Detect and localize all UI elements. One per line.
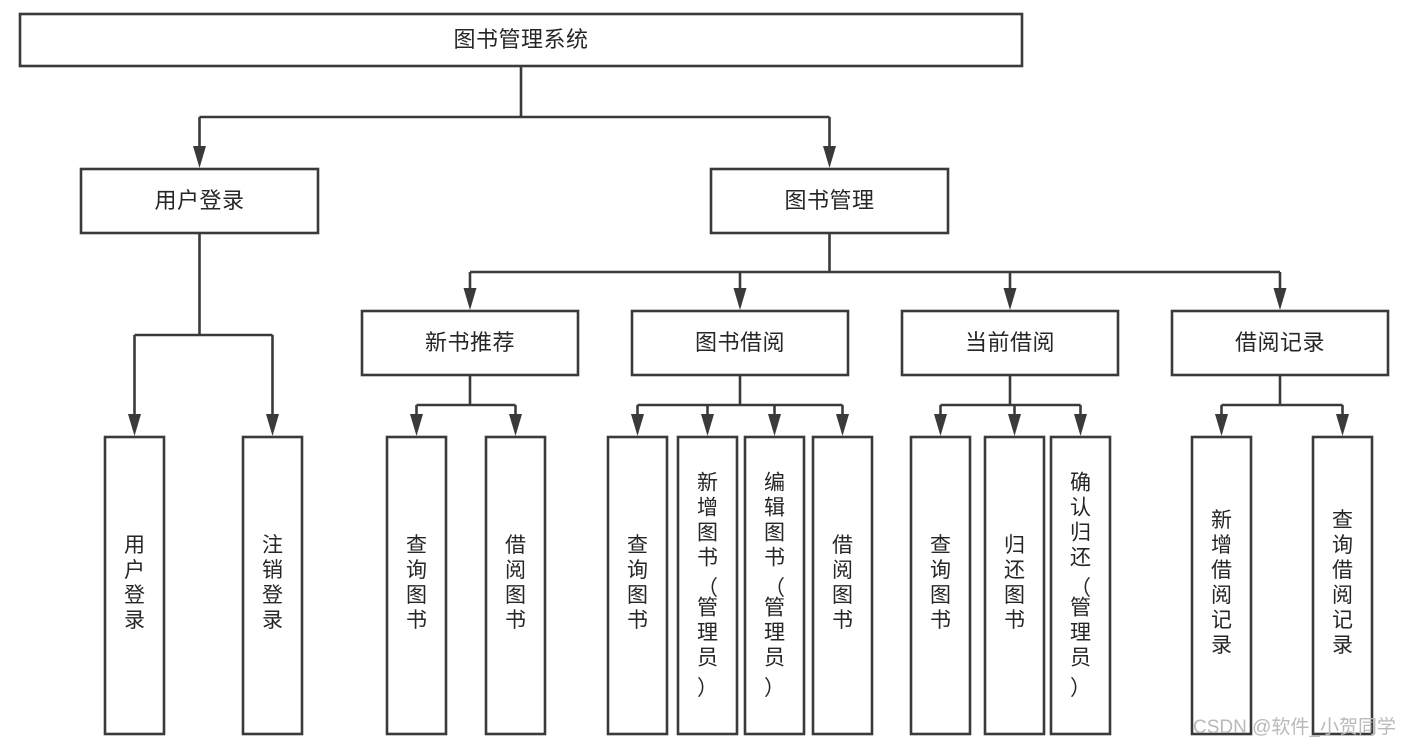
connector-group (631, 375, 849, 436)
diagram-node-user-login[interactable]: 用户登录 (79, 167, 320, 235)
connector-group (463, 233, 1287, 310)
diagram-node-leaf-edit-book[interactable]: 编辑图书（管理员） (743, 435, 806, 736)
arrow-head-icon (463, 288, 477, 310)
arrow-head-icon (1008, 414, 1021, 436)
node-label: 用户登录 (124, 534, 145, 632)
node-label: 查询图书 (930, 534, 951, 632)
diagram-node-leaf-confirm-return[interactable]: 确认归还（管理员） (1049, 435, 1112, 736)
node-box[interactable] (630, 309, 850, 377)
diagram-node-root[interactable]: 图书管理系统 (18, 12, 1024, 68)
node-label: 图书借阅 (695, 330, 785, 355)
connector-group (128, 233, 279, 436)
connector-layer (128, 66, 1349, 436)
arrow-head-icon (733, 288, 747, 310)
arrow-head-icon (1336, 414, 1349, 436)
connector-group (410, 375, 522, 436)
arrow-head-icon (701, 414, 714, 436)
arrow-head-icon (934, 414, 947, 436)
node-label: 新增借阅记录 (1211, 509, 1232, 657)
node-box[interactable] (1170, 309, 1390, 377)
node-label: 归还图书 (1004, 534, 1025, 632)
node-box[interactable] (1049, 435, 1112, 736)
node-box[interactable] (241, 435, 304, 736)
diagram-node-leaf-borrow-book[interactable]: 借阅图书 (811, 435, 874, 736)
arrow-head-icon (836, 414, 849, 436)
diagram-node-leaf-logout[interactable]: 注销登录 (241, 435, 304, 736)
node-layer: 图书管理系统用户登录图书管理新书推荐图书借阅当前借阅借阅记录用户登录注销登录查询… (18, 12, 1390, 736)
diagram-node-book-manage[interactable]: 图书管理 (709, 167, 950, 235)
arrow-head-icon (410, 414, 423, 436)
node-box[interactable] (676, 435, 739, 736)
node-label: 图书管理系统 (453, 27, 588, 52)
diagram-node-leaf-add-book[interactable]: 新增图书（管理员） (676, 435, 739, 736)
diagram-node-current-borrow[interactable]: 当前借阅 (900, 309, 1120, 377)
csdn-watermark: CSDN @软件_小贺同学 (1193, 716, 1396, 738)
node-label: 用户登录 (154, 188, 244, 213)
connector-group (934, 375, 1087, 436)
connector-group (1215, 375, 1349, 436)
diagram-node-book-borrow[interactable]: 图书借阅 (630, 309, 850, 377)
diagram-node-leaf-query-book-borrow[interactable]: 查询图书 (606, 435, 669, 736)
node-label: 确认归还（管理员） (1070, 472, 1091, 701)
diagram-node-leaf-user-login[interactable]: 用户登录 (103, 435, 166, 736)
diagram-node-borrow-record[interactable]: 借阅记录 (1170, 309, 1390, 377)
diagram-node-new-book-recommend[interactable]: 新书推荐 (360, 309, 580, 377)
arrow-head-icon (768, 414, 781, 436)
arrow-head-icon (266, 414, 279, 436)
diagram-node-leaf-query-record[interactable]: 查询借阅记录 (1311, 435, 1374, 736)
node-label: 查询图书 (627, 534, 648, 632)
arrow-head-icon (1215, 414, 1228, 436)
node-box[interactable] (743, 435, 806, 736)
node-box[interactable] (385, 435, 448, 736)
arrow-head-icon (128, 414, 141, 436)
diagram-node-leaf-query-book-current[interactable]: 查询图书 (909, 435, 972, 736)
node-box[interactable] (18, 12, 1024, 68)
node-label: 注销登录 (262, 534, 283, 632)
node-box[interactable] (811, 435, 874, 736)
diagram-node-leaf-query-book-rec[interactable]: 查询图书 (385, 435, 448, 736)
node-box[interactable] (1311, 435, 1374, 736)
node-label: 新书推荐 (425, 330, 515, 355)
diagram-node-leaf-borrow-book-rec[interactable]: 借阅图书 (484, 435, 547, 736)
node-label: 借阅图书 (505, 534, 526, 632)
node-label: 当前借阅 (965, 330, 1055, 355)
node-label: 图书管理 (784, 188, 874, 213)
diagram-node-leaf-add-record[interactable]: 新增借阅记录 (1190, 435, 1253, 736)
node-box[interactable] (709, 167, 950, 235)
node-label: 查询图书 (406, 534, 427, 632)
arrow-head-icon (1273, 288, 1287, 310)
diagram-node-leaf-return-book[interactable]: 归还图书 (983, 435, 1046, 736)
arrow-head-icon (631, 414, 644, 436)
connector-group (193, 66, 836, 168)
node-box[interactable] (900, 309, 1120, 377)
node-label: 借阅图书 (832, 534, 853, 632)
arrow-head-icon (823, 146, 836, 168)
node-box[interactable] (484, 435, 547, 736)
arrow-head-icon (193, 146, 206, 168)
node-label: 借阅记录 (1235, 330, 1325, 355)
node-label: 查询借阅记录 (1332, 509, 1353, 657)
node-box[interactable] (606, 435, 669, 736)
node-box[interactable] (983, 435, 1046, 736)
arrow-head-icon (1003, 288, 1017, 310)
arrow-head-icon (509, 414, 522, 436)
node-label: 新增图书（管理员） (697, 472, 718, 701)
node-box[interactable] (909, 435, 972, 736)
node-box[interactable] (79, 167, 320, 235)
node-box[interactable] (360, 309, 580, 377)
node-box[interactable] (1190, 435, 1253, 736)
arrow-head-icon (1074, 414, 1087, 436)
node-box[interactable] (103, 435, 166, 736)
node-label: 编辑图书（管理员） (764, 472, 785, 701)
